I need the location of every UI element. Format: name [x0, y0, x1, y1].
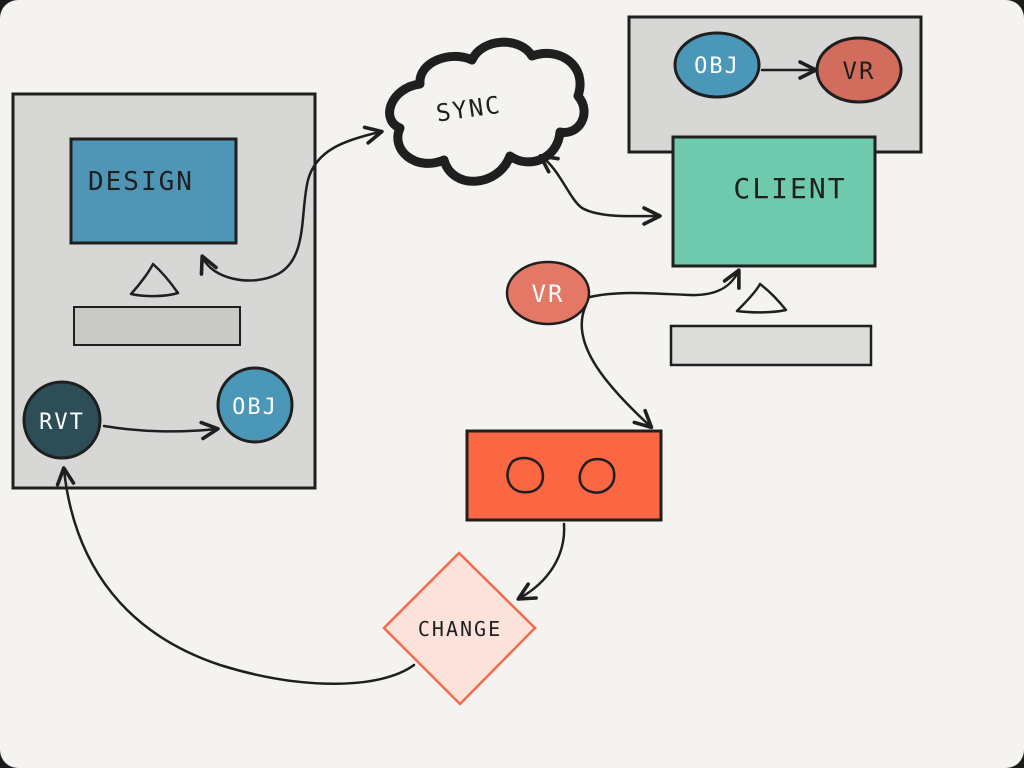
- obj-top-label: OBJ: [694, 54, 740, 79]
- headset-to-change-arrow: [516, 522, 566, 601]
- rvt-circle: [22, 380, 102, 460]
- headset-group: [465, 429, 663, 522]
- design-label: DESIGN: [88, 167, 194, 197]
- vr-mid-label: VR: [532, 280, 565, 308]
- headset-right-lens: [578, 457, 616, 494]
- rvt-label: RVT: [39, 410, 85, 435]
- client-screen: [671, 135, 877, 268]
- design-workstation-group: DESIGN RVT OBJ: [11, 92, 317, 490]
- obj-left-circle: [216, 366, 294, 444]
- design-to-sync-arrow: [199, 125, 384, 282]
- change-group: CHANGE: [382, 551, 537, 706]
- client-workstation-group: CLIENT: [669, 135, 877, 367]
- obj-top-circle: [673, 31, 761, 99]
- sync-to-client-arrow: [538, 154, 662, 226]
- sync-cloud: [385, 37, 589, 186]
- vr-to-headset-arrow: [580, 303, 654, 430]
- output-panel-group: OBJ VR: [627, 15, 923, 154]
- design-keyboard: [73, 306, 241, 346]
- design-monitor-stand: [129, 262, 180, 298]
- client-monitor-stand: [735, 282, 788, 314]
- change-to-rvt-arrow: [55, 466, 416, 685]
- vr-top-label: VR: [843, 57, 876, 85]
- headset-left-lens: [506, 456, 545, 494]
- client-keyboard: [669, 324, 873, 367]
- change-diamond: [382, 551, 537, 706]
- sync-cloud-group: SYNC: [385, 37, 589, 186]
- headset-box: [465, 429, 663, 522]
- obj-left-label: OBJ: [232, 395, 278, 420]
- vr-mid-group: VR: [505, 260, 591, 326]
- vr-to-client-arrow: [588, 268, 741, 299]
- change-label: CHANGE: [418, 617, 502, 641]
- rvt-to-obj-arrow: [102, 420, 220, 441]
- client-label: CLIENT: [733, 172, 846, 205]
- vr-mid-circle: [505, 260, 591, 326]
